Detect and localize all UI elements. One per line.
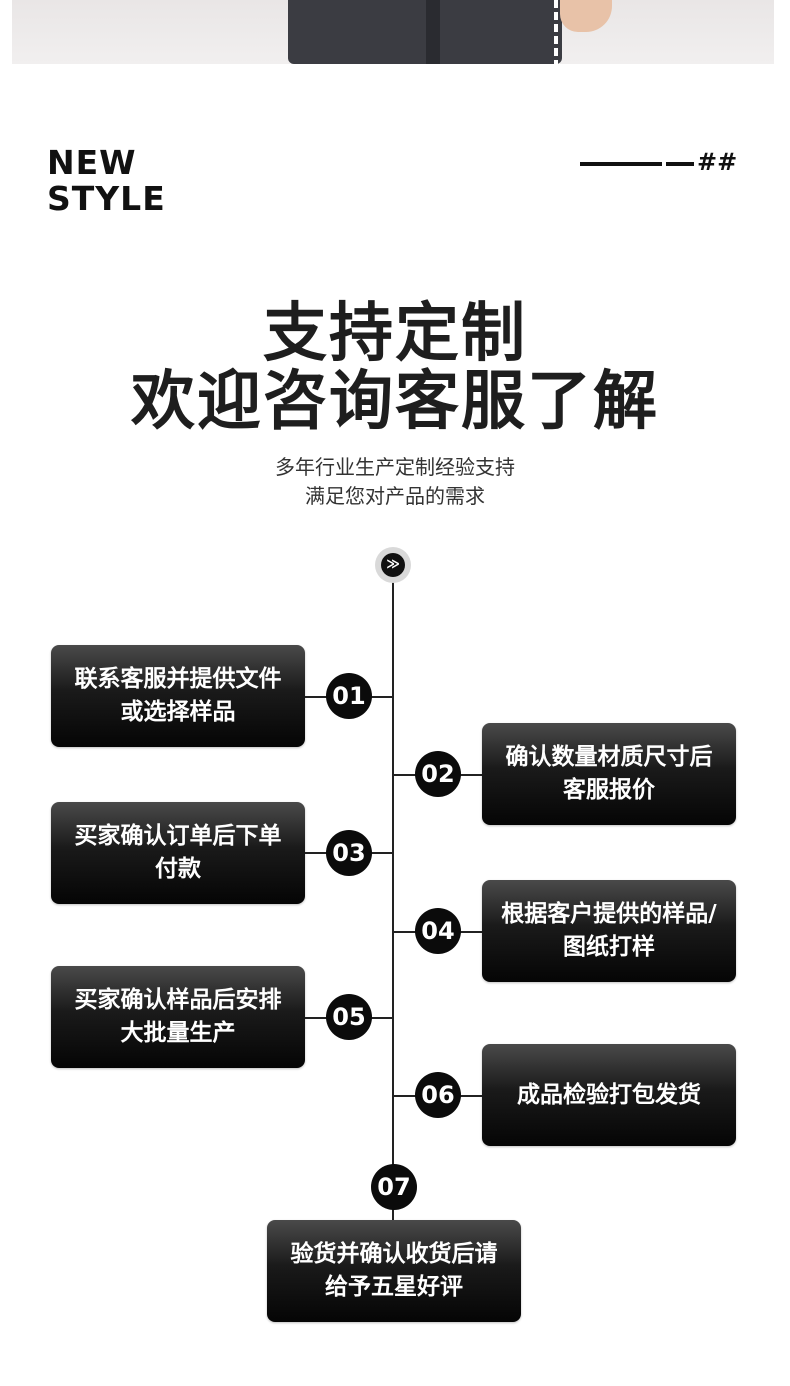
step-5-number: 05 [326,994,372,1040]
step-6-text: 成品检验打包发货 [517,1081,701,1108]
step-6-number: 06 [415,1072,461,1118]
step-1-text: 联系客服并提供文件或选择样品 [74,666,282,725]
step-3-card: 买家确认订单后下单付款 [51,802,305,904]
step-5-text: 买家确认样品后安排大批量生产 [74,987,282,1046]
product-photo [12,0,774,64]
scroll-down-button[interactable]: ≫ [375,547,411,583]
pants-image [288,0,562,64]
chevron-down-icon: ≫ [381,553,405,577]
step-4-text: 根据客户提供的样品/图纸打样 [501,901,717,960]
timeline-axis [392,582,394,1222]
step-2-number: 02 [415,751,461,797]
step-1-number: 01 [326,673,372,719]
step-2-card: 确认数量材质尺寸后客服报价 [482,723,736,825]
step-3-number: 03 [326,830,372,876]
step-1-card: 联系客服并提供文件或选择样品 [51,645,305,747]
step-7-card: 验货并确认收货后请给予五星好评 [267,1220,521,1322]
step-4-number: 04 [415,908,461,954]
headline-title: 支持定制 [263,297,527,371]
step-2-text: 确认数量材质尺寸后客服报价 [505,744,713,803]
step-5-card: 买家确认样品后安排大批量生产 [51,966,305,1068]
step-3-text: 买家确认订单后下单付款 [74,823,282,882]
hand-image [560,0,612,32]
badge-line1: NEW [47,143,137,182]
intro-line-1: 多年行业生产定制经验支持 [275,455,515,479]
badge-line2: STYLE [47,179,166,218]
intro-line-2: 满足您对产品的需求 [305,484,485,508]
deco-hash: ## [697,148,738,176]
headline-subtitle: 欢迎咨询客服了解 [131,365,659,439]
step-6-card: 成品检验打包发货 [482,1044,736,1146]
step-7-number: 07 [371,1164,417,1210]
step-7-text: 验货并确认收货后请给予五星好评 [290,1241,498,1300]
new-style-badge: NEW STYLE [47,145,166,217]
step-4-card: 根据客户提供的样品/图纸打样 [482,880,736,982]
decorative-lines: ## [580,148,740,178]
